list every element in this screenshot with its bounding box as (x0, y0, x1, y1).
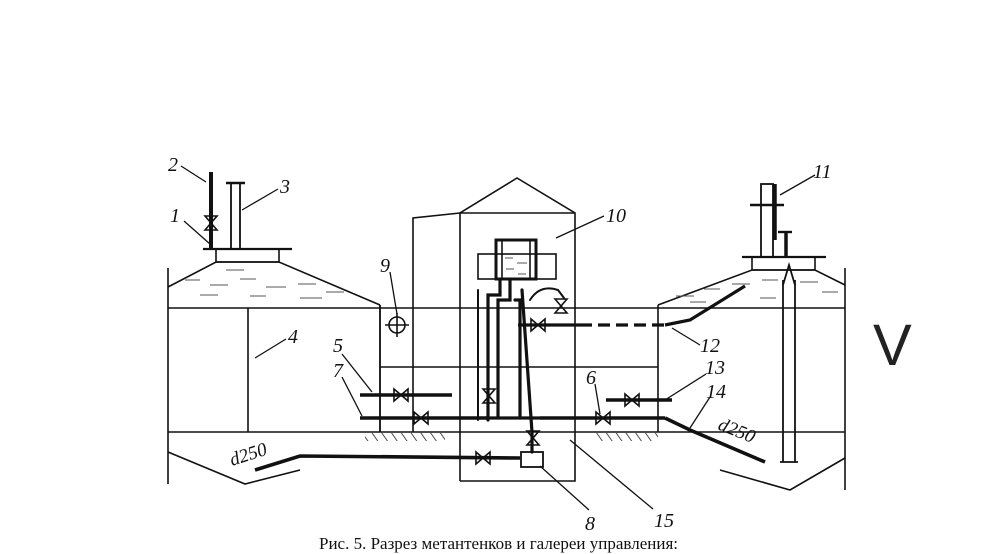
left-digester-tank (167, 247, 381, 485)
ground-hatch-left (365, 433, 445, 441)
gas-outlet-pipe-2 (204, 172, 218, 249)
callout-3: 3 (279, 176, 290, 198)
callout-14: 14 (706, 381, 726, 403)
right-vertical-pipe (780, 261, 798, 463)
right-tank-liquid-texture (676, 279, 838, 303)
sludge-pipe-6 (540, 411, 665, 425)
callout-15: 15 (654, 510, 674, 532)
gallery-internal-piping (477, 277, 565, 454)
callout-12: 12 (700, 335, 720, 357)
pump-8 (520, 451, 544, 468)
callout-2: 2 (168, 154, 178, 176)
gallery-gas-valve (518, 318, 580, 332)
left-tank-liquid-texture (185, 269, 344, 299)
gallery-valve-c (554, 298, 568, 314)
manhole-pipe-3 (226, 181, 245, 250)
callout-10: 10 (606, 205, 626, 227)
sludge-pipe-7 (360, 411, 488, 425)
callout-11: 11 (813, 161, 832, 183)
inspection-hatch-9 (385, 313, 409, 337)
ground-hatch-right (593, 433, 658, 441)
discharge-pipe-14 (664, 416, 766, 464)
margin-check-mark: V (873, 313, 912, 378)
sludge-pipe-5 (360, 388, 452, 402)
right-digester-tank (657, 255, 846, 491)
figure-caption: Рис. 5. Разрез метантенков и галереи упр… (318, 534, 678, 553)
callout-1: 1 (170, 205, 180, 227)
callout-13: 13 (705, 357, 725, 379)
right-top-pipes-11 (750, 183, 792, 258)
control-gallery (379, 177, 658, 482)
gas-collector-liquid-texture (505, 257, 527, 275)
sludge-pipe-13 (606, 393, 672, 407)
callout-5: 5 (333, 335, 343, 357)
gas-pipe-12 (580, 284, 746, 327)
callout-4: 4 (288, 326, 298, 348)
gas-collector-10 (477, 238, 557, 281)
callout-7: 7 (333, 360, 344, 382)
callout-9: 9 (380, 255, 390, 277)
callout-8: 8 (585, 513, 595, 535)
bottom-sludge-pipe (254, 451, 521, 472)
callout-6: 6 (586, 367, 596, 389)
leader-lines (180, 165, 816, 511)
